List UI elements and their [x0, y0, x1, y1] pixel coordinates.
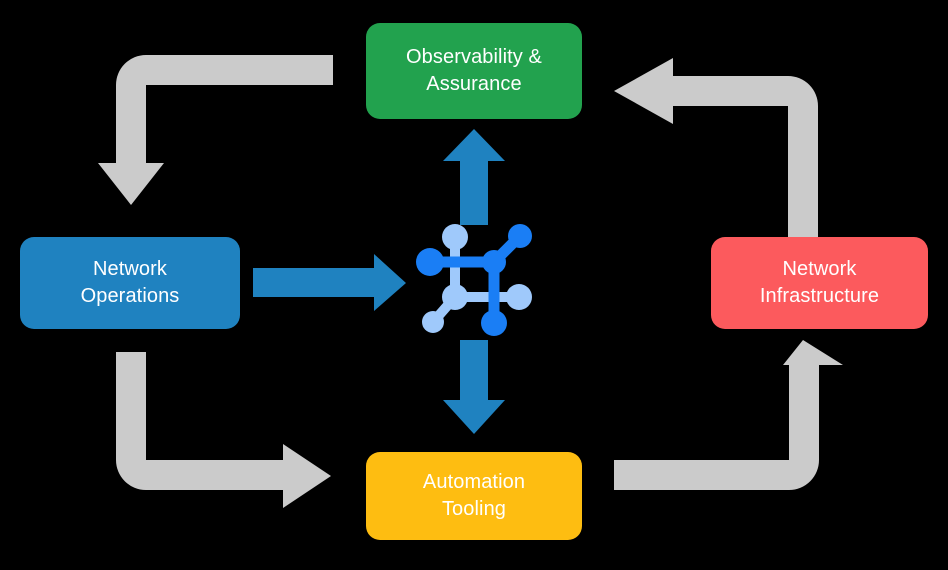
network-icon-light-nodes — [422, 224, 532, 333]
arrow-operations-to-center — [253, 254, 406, 311]
network-topology-icon — [416, 224, 532, 336]
arrow-infrastructure-to-observability — [614, 58, 818, 237]
node-observability-assurance[interactable]: Observability & Assurance — [366, 23, 582, 119]
node-network-operations[interactable]: Network Operations — [20, 237, 240, 329]
arrow-observability-to-operations — [98, 55, 333, 205]
network-icon-dark-nodes — [416, 224, 532, 336]
arrow-center-to-observability — [443, 129, 505, 225]
node-network-infrastructure[interactable]: Network Infrastructure — [711, 237, 928, 329]
arrow-center-to-automation — [443, 340, 505, 434]
node-automation-tooling[interactable]: Automation Tooling — [366, 452, 582, 540]
arrow-operations-to-automation — [116, 352, 331, 508]
arrow-automation-to-infrastructure — [614, 340, 843, 490]
